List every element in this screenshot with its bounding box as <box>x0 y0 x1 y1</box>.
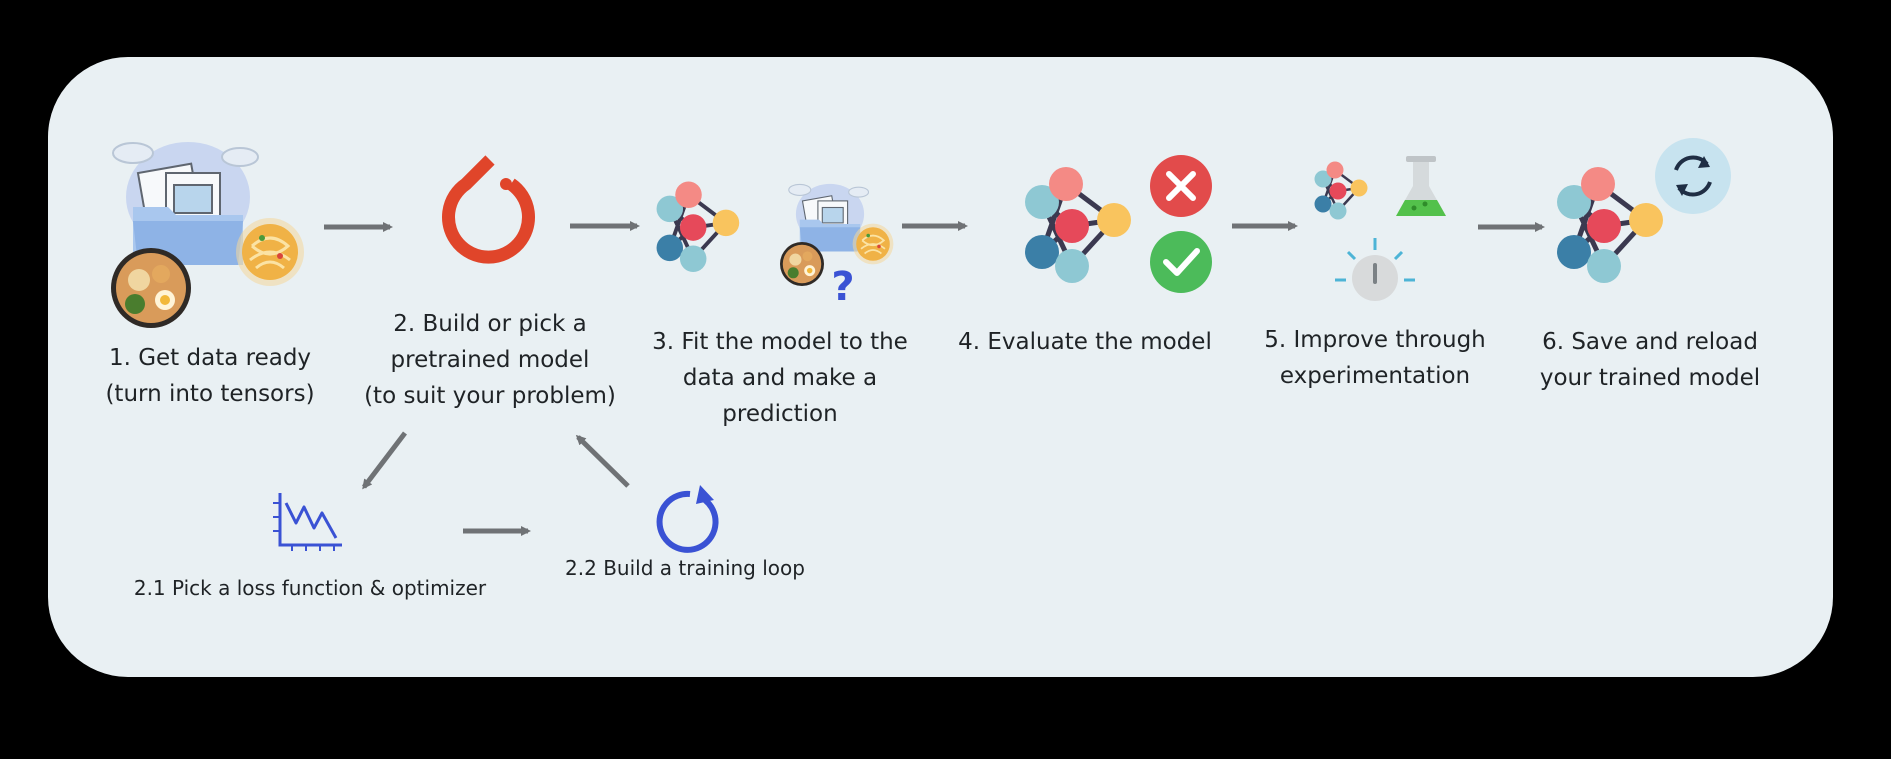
step-5-label: 5. Improve through experimentation <box>1264 327 1486 389</box>
neural-network-icon <box>654 179 742 274</box>
substep-2-2-label: 2.2 Build a training loop <box>565 556 805 580</box>
loop-arrow-icon <box>656 485 719 553</box>
step-3-label: 3. Fit the model to the data and make a … <box>652 329 908 427</box>
substep-2-1-label: 2.1 Pick a loss function & optimizer <box>133 576 487 600</box>
neural-network-icon <box>1025 167 1131 283</box>
flow-arrows <box>324 221 1545 536</box>
step-4-label: 4. Evaluate the model <box>958 329 1212 355</box>
step-1-label: 1. Get data ready (turn into tensors) <box>105 345 315 407</box>
arrow-step2-to-substep1 <box>362 431 407 490</box>
x-mark-icon <box>1150 155 1212 217</box>
pytorch-logo-icon <box>442 155 535 264</box>
check-mark-icon <box>1150 231 1212 293</box>
stopwatch-icon <box>1335 238 1415 301</box>
step-6-label: 6. Save and reload your trained model <box>1539 329 1761 391</box>
question-mark-icon: ? <box>831 264 854 310</box>
neural-network-icon <box>1557 167 1663 283</box>
arrow-substep2-to-step2 <box>575 434 630 488</box>
neural-network-icon <box>1313 160 1369 221</box>
step-2-label: 2. Build or pick a pretrained model (to … <box>364 311 616 409</box>
refresh-icon <box>1655 138 1731 214</box>
folder-with-food-images-icon <box>111 141 306 328</box>
flask-icon <box>1396 156 1446 216</box>
workflow-panel <box>48 57 1833 677</box>
loss-curve-icon <box>273 493 342 551</box>
